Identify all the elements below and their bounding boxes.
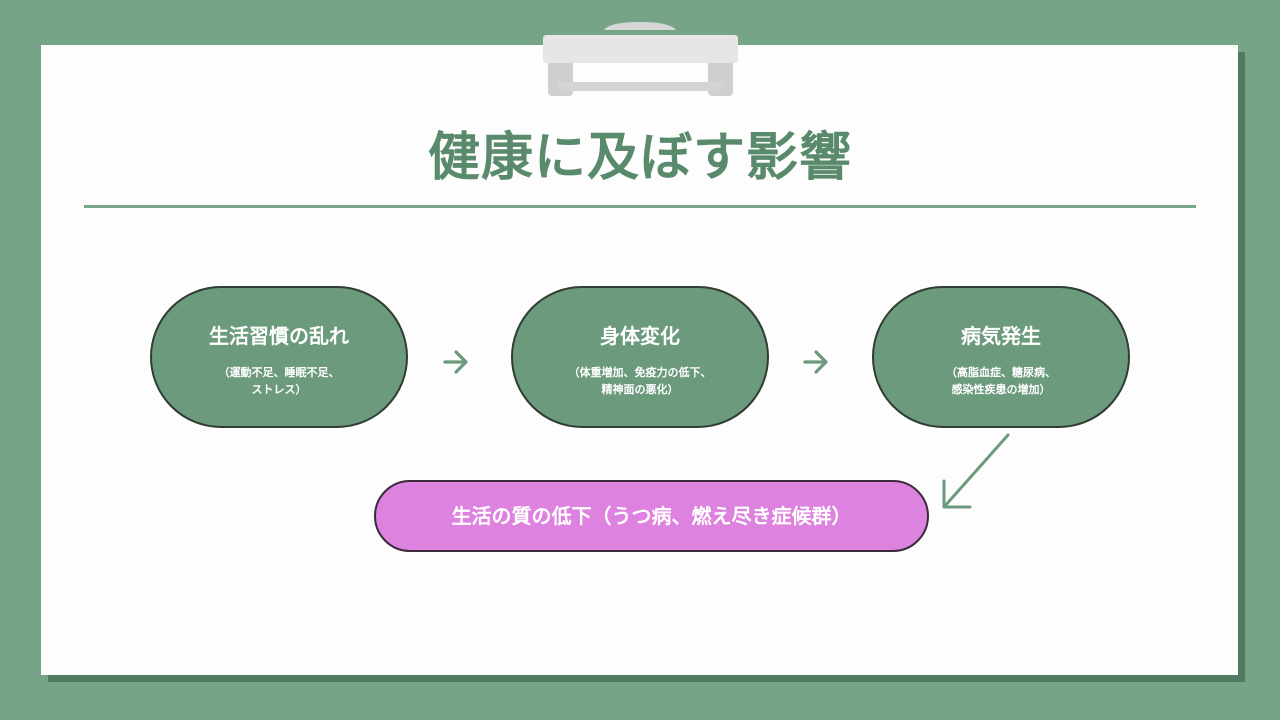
title-divider [84, 205, 1196, 208]
step-physical-change: 身体変化 （体重増加、免疫力の低下、 精神面の悪化） [511, 286, 769, 428]
step-label: 生活習慣の乱れ [209, 324, 349, 348]
outcome-quality-of-life-decline: 生活の質の低下（うつ病、燃え尽き症候群） [374, 480, 929, 552]
step-lifestyle-disruption: 生活習慣の乱れ （運動不足、睡眠不足、 ストレス） [150, 286, 408, 428]
slide-title: 健康に及ぼす影響 [427, 128, 852, 188]
step-detail: （体重増加、免疫力の低下、 精神面の悪化） [568, 366, 712, 396]
arrow-right-icon [803, 350, 828, 374]
step-label: 身体変化 [600, 324, 680, 348]
step-disease-onset: 病気発生 （高脂血症、糖尿病、 感染性疾患の増加） [872, 286, 1130, 428]
step-detail: （運動不足、睡眠不足、 ストレス） [218, 366, 340, 396]
arrow-right-icon [443, 350, 468, 374]
arrow-down-left-icon [942, 433, 1010, 509]
step-label: 病気発生 [961, 324, 1041, 348]
step-detail: （高脂血症、糖尿病、 感染性疾患の増加） [946, 366, 1056, 396]
